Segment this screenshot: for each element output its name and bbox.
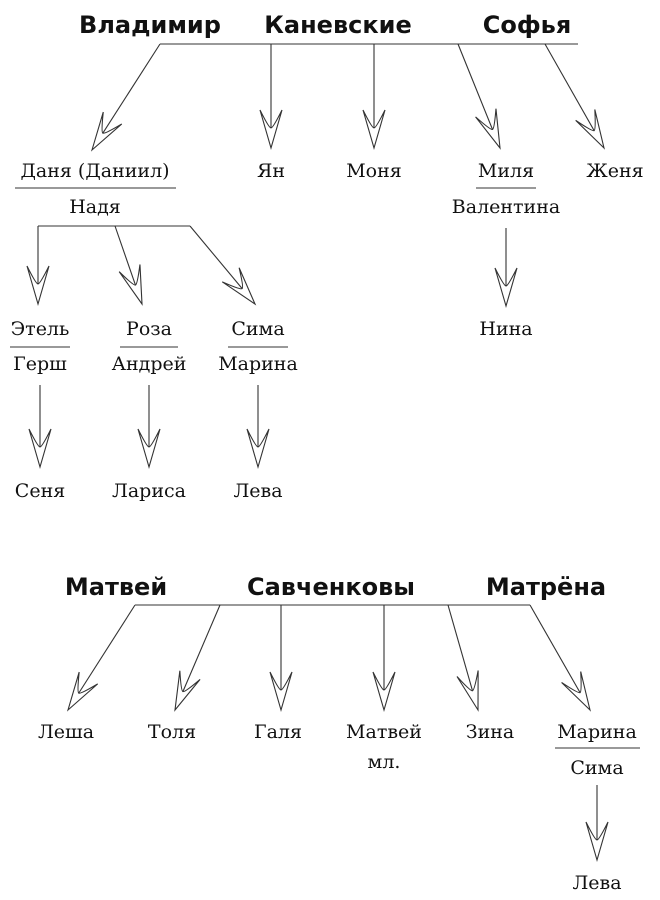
arrowhead-icon [118,264,143,306]
arrowhead-icon [372,671,396,712]
spouse-name: Валентина [452,196,560,218]
arrow-shaft [529,604,581,693]
arrowhead-icon [494,267,518,308]
spouse-name: Андрей [112,353,187,375]
person-name-suffix: мл. [368,751,401,773]
person-name: Миля [478,160,534,182]
spouse-name: Надя [69,196,121,218]
arrowhead-icon [456,670,479,712]
person-name: Сима [231,318,284,340]
arrow-shaft [114,225,136,286]
person-name: Женя [586,160,643,182]
person-name: Лева [233,480,282,502]
arrowhead-icon [90,111,123,152]
family-name: Каневские [264,11,411,39]
arrowhead-icon [575,109,605,150]
person-name: Лариса [112,480,186,502]
arrowhead-icon [221,267,257,306]
arrowhead-icon [174,670,201,712]
arrowhead-icon [246,428,270,469]
spouse-name: Сима [570,757,623,779]
arrowhead-icon [269,671,293,712]
arrowhead-icon [561,671,591,712]
person-name: Нина [479,318,532,340]
arrow-shaft [457,43,494,130]
person-name: Леша [38,721,94,743]
arrows [26,43,609,862]
person-name: Зина [466,721,515,743]
spouse-name: Герш [13,353,67,375]
father-name: Владимир [79,11,221,39]
person-name: Толя [148,721,196,743]
arrowhead-icon [585,821,609,862]
family-name: Савченковы [247,573,415,601]
mother-name: Матрёна [486,573,606,601]
spouse-name: Марина [218,353,298,375]
arrowhead-icon [66,671,99,712]
arrow-shaft [447,604,474,691]
arrowhead-icon [362,109,386,150]
arrowhead-icon [475,108,501,150]
person-name: Ян [257,160,285,182]
father-name: Матвей [65,573,167,601]
arrowhead-icon [259,109,283,150]
arrow-shaft [182,604,221,692]
person-name: Роза [126,318,172,340]
mother-name: Софья [483,11,572,39]
arrowhead-icon [28,428,52,469]
person-name: Моня [346,160,402,182]
person-name: Галя [254,721,302,743]
person-name: Даня (Даниил) [20,160,169,182]
arrow-shaft [544,43,595,131]
arrowhead-icon [137,428,161,469]
person-name: Лева [572,872,621,894]
person-name: Сеня [15,480,65,502]
arrow-shaft [102,43,161,134]
person-name: Этель [11,318,70,340]
arrow-shaft [189,225,243,289]
person-name: Матвей [346,721,422,743]
connector-lines [10,43,640,749]
arrow-shaft [78,604,136,694]
arrowhead-icon [26,265,50,306]
person-name: Марина [557,721,637,743]
